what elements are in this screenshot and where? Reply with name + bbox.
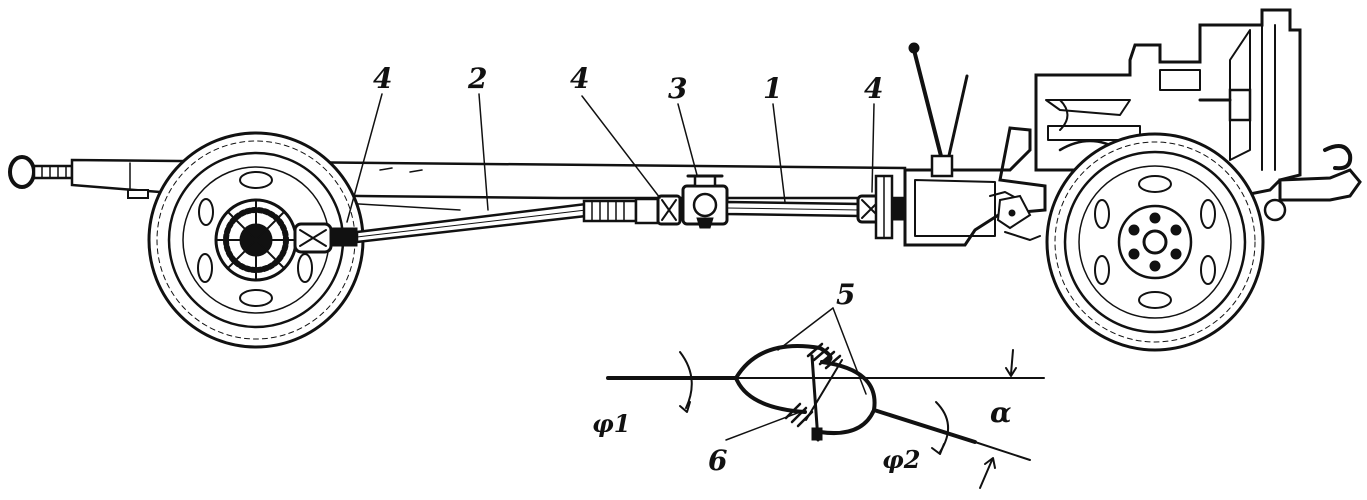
label-alpha: α (990, 396, 1012, 429)
callout-label: 4 (864, 72, 883, 105)
callout-2: 2 (467, 62, 489, 211)
callout-4-left: 4 (346, 62, 392, 223)
callout-4-middle: 4 (570, 62, 661, 199)
label-5: 5 (836, 278, 855, 311)
driveshaft-1 (725, 200, 862, 218)
tractor-front-wheel (1045, 132, 1265, 352)
callout-label: 4 (373, 62, 392, 95)
tow-ring (8, 155, 74, 189)
callout-4-right: 4 (864, 72, 883, 193)
trailer-assembly (8, 131, 907, 349)
callout-label: 4 (570, 62, 589, 95)
callout-1: 1 (763, 72, 786, 203)
joint-labels: 5 6 φ1 φ2 α (592, 278, 1012, 477)
label-phi1: φ1 (592, 409, 630, 438)
callout-3: 3 (668, 72, 698, 176)
callout-label: 2 (467, 62, 487, 95)
slip-joint (582, 194, 682, 226)
callout-label: 1 (763, 72, 782, 105)
label-phi2: φ2 (882, 445, 920, 474)
driveshaft-2 (355, 202, 588, 244)
label-6: 6 (708, 444, 727, 477)
cardan-joint-schematic (606, 307, 1045, 489)
trailer-axle-joint (293, 222, 358, 254)
callout-label: 3 (668, 72, 687, 105)
front-joint (856, 174, 907, 240)
